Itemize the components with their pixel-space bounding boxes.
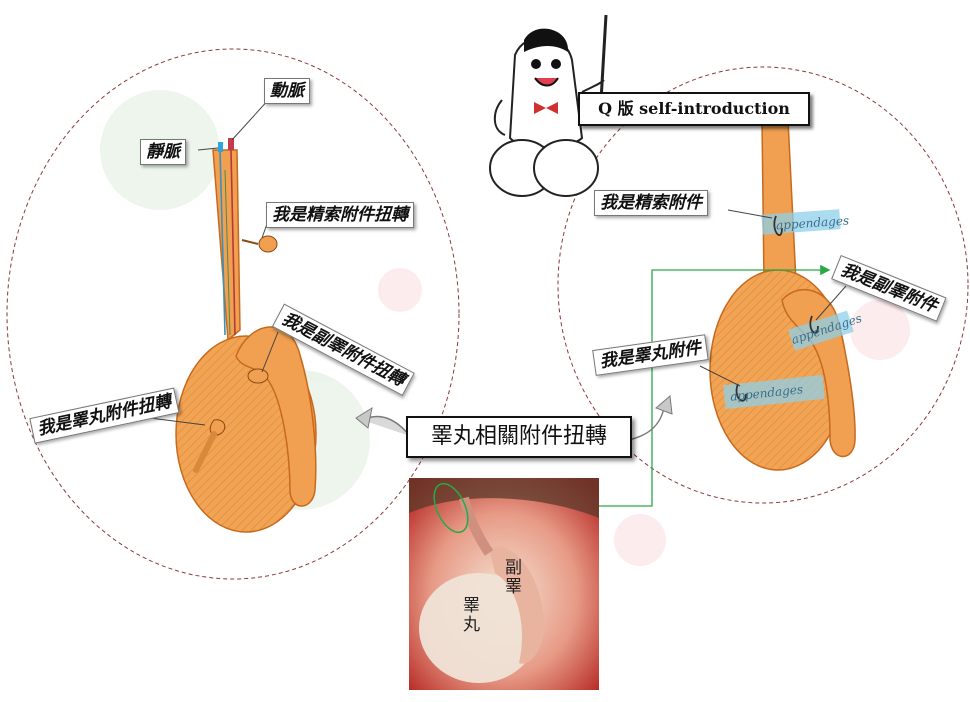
- label-right-cord-appendix: 我是精索附件: [594, 190, 708, 216]
- left-leader-lines: [149, 97, 279, 426]
- mascot-body: [508, 35, 584, 148]
- photo-green-circle: [433, 482, 469, 534]
- right-organ-diagram: [709, 119, 856, 471]
- right-cord-appendix-clip: [773, 215, 783, 236]
- left-dashed-circle: [6, 48, 460, 580]
- left-artery-line: [230, 149, 236, 336]
- label-artery: 動脈: [264, 78, 310, 104]
- label-vein: 靜脈: [140, 139, 186, 165]
- label-left-cord-appendix: 我是精索附件扭轉: [266, 202, 414, 228]
- photo-label-epididymis: 副睪: [501, 558, 521, 596]
- left-epididymis-appendix: [247, 368, 269, 384]
- title-box: Q 版 self-introduction: [578, 92, 810, 126]
- photo-label-testis: 睪丸: [459, 596, 479, 634]
- photo-cord: [459, 496, 494, 556]
- mascot-hair: [524, 28, 569, 52]
- mascot-right-ball: [533, 139, 599, 197]
- left-testis-appendix-stalk: [193, 431, 217, 473]
- right-testis-appendix-clip: [735, 383, 747, 402]
- left-vas-line: [224, 169, 231, 336]
- photo-testis: [419, 573, 539, 683]
- right-appendage-highlight-3: [723, 374, 825, 410]
- center-title-box: 睪丸相關附件扭轉: [406, 416, 632, 458]
- surgical-photo: 睪丸 副睪: [409, 478, 599, 690]
- right-curved-arrowhead: [655, 395, 673, 415]
- mascot-left-arm: [493, 99, 506, 136]
- left-spermatic-cord: [212, 149, 241, 342]
- mascot-right-eye: [551, 59, 561, 69]
- left-vein-marker: [218, 142, 223, 152]
- right-curved-arrow: [627, 407, 665, 441]
- left-cord-appendix: [258, 235, 278, 253]
- mascot-right-arm: [581, 79, 605, 93]
- right-spermatic-cord: [761, 119, 797, 283]
- left-cord-appendix-stalk: [241, 239, 259, 245]
- right-leader-lines: [699, 209, 847, 387]
- photo-top-shadow: [409, 478, 599, 518]
- mascot-mouth: [534, 77, 559, 87]
- right-epididymis-appendix-clip: [809, 315, 819, 334]
- right-appendage-highlight-2: [788, 310, 854, 351]
- photo-epididymis: [489, 546, 545, 664]
- mascot-left-eye: [531, 59, 541, 69]
- left-curved-arrowhead: [355, 406, 373, 429]
- mascot-bow-tie: [534, 102, 558, 114]
- right-dashed-circle: [557, 66, 969, 504]
- left-organ-diagram: [175, 138, 317, 533]
- left-artery-marker: [228, 138, 234, 150]
- surgical-photo-drawing: [409, 478, 599, 690]
- left-vein-line: [219, 149, 226, 336]
